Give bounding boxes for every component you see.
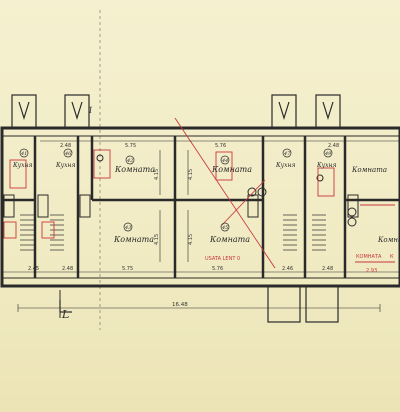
dim-top: 5.76 <box>215 143 226 149</box>
kitchen-label: Кухня <box>12 162 32 169</box>
dim-bottom: 5.76 <box>212 266 223 272</box>
room-label: Комната <box>114 165 155 174</box>
red-note: USATA LENT 0 <box>205 256 240 262</box>
dim-top: 5.75 <box>125 143 136 149</box>
kitchen-label: Кухня <box>55 162 75 169</box>
kitchen-labels: 41 Кухня 46 Кухня 47 Кухня 49 Кухня <box>12 148 336 169</box>
stair-bays-bottom <box>59 285 339 323</box>
dim-bottom: 2.46 <box>282 266 293 272</box>
dim-vertical: 4.15 <box>154 169 160 180</box>
dim-bottom: 5.75 <box>122 266 133 272</box>
kitchen-label: Кухня <box>316 162 336 169</box>
room-numbers: 42 43 44 45 <box>124 158 228 231</box>
room-number: 42 <box>126 158 133 164</box>
red-note: КОМНАТА <box>356 254 382 260</box>
axis-labels: L 1 <box>61 106 93 321</box>
room-label: Комната <box>113 235 154 244</box>
dim-bottom: 2.48 <box>62 266 73 272</box>
kitchen-number: 49 <box>324 151 332 157</box>
room-label: Комната <box>377 236 400 244</box>
outer-walls <box>0 126 400 288</box>
dim-overall: 16.48 <box>172 302 188 308</box>
axis-label: 1 <box>88 106 93 115</box>
dim-bottom: 2.48 <box>322 266 333 272</box>
room-number: 44 <box>221 158 228 164</box>
dim-bottom: 2.45 <box>28 266 39 272</box>
kitchen-number: 46 <box>64 151 72 157</box>
dim-vertical: 4.15 <box>188 234 194 245</box>
room-label: Комната <box>209 235 250 244</box>
room-number: 45 <box>221 225 228 231</box>
dimension-lines <box>2 140 400 312</box>
dim-top: 2.48 <box>328 143 339 149</box>
axis-label: L <box>61 308 69 321</box>
red-annotations: USATA LENT 0 КОМНАТА К 2.93 <box>205 254 394 274</box>
red-note: К <box>390 254 394 260</box>
dim-top: 2.48 <box>60 143 71 149</box>
dim-vertical: 4.15 <box>188 169 194 180</box>
room-labels: Комната Комната Комната Комната Комната … <box>113 155 400 244</box>
kitchen-number: 41 <box>20 151 27 157</box>
stair-flights <box>20 214 326 251</box>
dim-vertical: 4.15 <box>154 234 160 245</box>
red-note: 2.93 <box>366 268 377 274</box>
stair-bays-top <box>11 94 341 129</box>
room-label: Комната <box>211 165 252 174</box>
room-label: Комната <box>351 166 387 174</box>
room-number: 43 <box>124 225 131 231</box>
dimension-values: 2.48 5.75 5.76 2.48 2.45 2.48 5.75 5.76 … <box>28 143 339 308</box>
red-markup <box>3 117 395 269</box>
kitchen-number: 47 <box>283 151 291 157</box>
kitchen-label: Кухня <box>275 162 295 169</box>
axis-markers <box>59 10 101 330</box>
